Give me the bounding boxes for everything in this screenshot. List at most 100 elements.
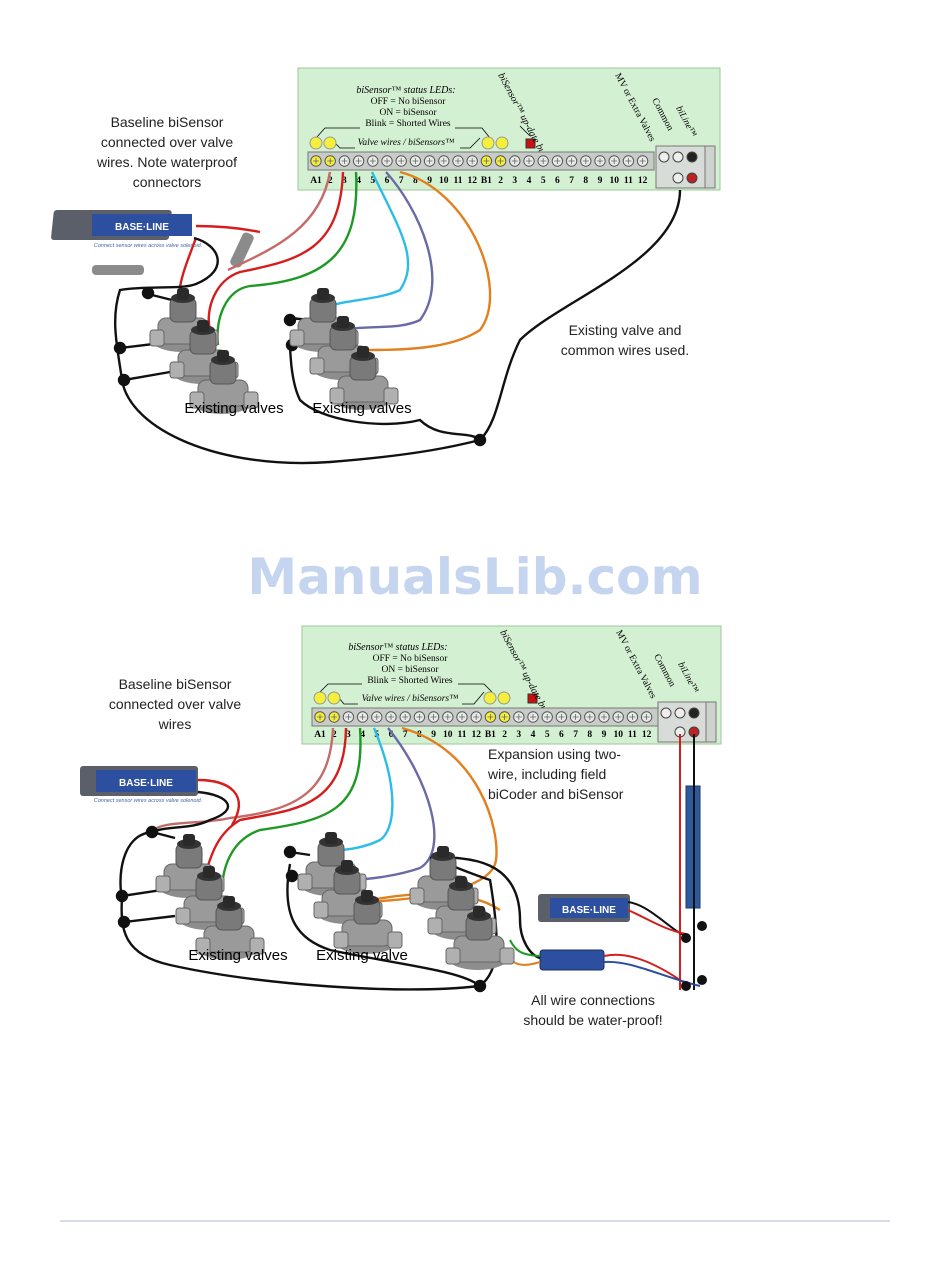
- wire-red: [203, 727, 348, 876]
- wire-nut: [145, 825, 159, 839]
- wire-nut: [681, 933, 691, 943]
- bisensor-device: BASE·LINE Connect sensor wires across va…: [80, 766, 202, 804]
- terminal-screw-slot: [416, 714, 423, 720]
- status-on-text: ON = biSensor: [381, 665, 439, 675]
- status-led-a1: [309, 136, 323, 150]
- status-on-text: ON = biSensor: [379, 108, 437, 118]
- waterproof-note: All wire connections should be water-pro…: [523, 992, 663, 1028]
- wire-nut: [113, 341, 127, 355]
- biline-terminal-black: [686, 151, 698, 163]
- terminal-label: 9: [427, 176, 432, 186]
- diagram-2: biSensor™ status LEDs: OFF = No biSensor…: [80, 625, 722, 1028]
- terminal-screws: [314, 711, 653, 723]
- wire-nut: [141, 286, 155, 300]
- wire-red: [207, 171, 345, 331]
- terminal-screw-slot: [384, 158, 390, 164]
- terminal-screw-slot: [483, 158, 490, 164]
- terminal-label: 6: [385, 176, 390, 186]
- existing-valves-right-label: Existing valves: [312, 400, 411, 417]
- bisensor-caption: Connect sensor wires across valve soleno…: [94, 798, 203, 804]
- terminal-screw-slot: [313, 158, 319, 164]
- diagram-1: biSensor™ status LEDs: OFF = No biSensor…: [51, 67, 721, 465]
- terminal-label: 2: [498, 176, 503, 186]
- terminal-screw-slot: [526, 158, 532, 164]
- terminal-label: 12: [467, 176, 477, 186]
- bisensor-note: Baseline biSensor connected over valve w…: [96, 114, 238, 190]
- status-led-b1: [481, 136, 495, 150]
- bisensor-caption: Connect sensor wires across valve soleno…: [94, 243, 203, 249]
- status-led-b2: [497, 691, 511, 705]
- wire-cyan: [324, 171, 410, 310]
- biline-terminal-black: [688, 707, 700, 719]
- status-led-a2: [327, 691, 341, 705]
- watermark: ManualsLib.com: [247, 548, 703, 606]
- status-led-a1: [313, 691, 327, 705]
- wire-nut: [283, 313, 297, 327]
- terminal-screw-slot: [601, 714, 607, 720]
- bisensor-note: Baseline biSensor connected over valve w…: [108, 676, 242, 732]
- terminal-label: 3: [516, 730, 521, 740]
- existing-valves-left-label: Existing valves: [188, 947, 287, 964]
- terminal-label: 7: [403, 730, 408, 740]
- terminal-screw-slot: [629, 714, 636, 720]
- terminal-label: 8: [583, 176, 588, 186]
- terminal-label: 5: [545, 730, 550, 740]
- terminal-label: 3: [512, 176, 517, 186]
- update-button[interactable]: [525, 138, 536, 149]
- wire-orange: [359, 170, 492, 352]
- terminal-label: 10: [439, 176, 449, 186]
- terminal-screw-slot: [412, 158, 419, 164]
- status-led-b2: [495, 136, 509, 150]
- terminal-label: 5: [541, 176, 546, 186]
- terminal-screw-slot: [615, 714, 622, 720]
- controller-panel: biSensor™ status LEDs: OFF = No biSensor…: [297, 67, 721, 191]
- terminal-screw-slot: [625, 158, 632, 164]
- terminal-screws: [310, 155, 649, 167]
- terminal-screw-slot: [597, 158, 603, 164]
- wire-nut: [681, 981, 691, 991]
- terminal-label: 3: [346, 730, 351, 740]
- update-button[interactable]: [527, 693, 538, 704]
- terminal-screw-slot: [473, 714, 480, 720]
- valve-group-left: [149, 287, 259, 415]
- terminal-label: 8: [413, 176, 418, 186]
- terminal-label: 2: [328, 176, 333, 186]
- status-leds-title: biSensor™ status LEDs:: [348, 642, 447, 653]
- terminal-screw-slot: [426, 158, 433, 164]
- terminal-screw-slot: [487, 714, 494, 720]
- terminal-label: 6: [559, 730, 564, 740]
- mv-terminal: [660, 707, 672, 719]
- controller-panel: biSensor™ status LEDs: OFF = No biSensor…: [301, 625, 722, 745]
- common-terminal: [674, 707, 686, 719]
- wire-nut: [283, 845, 297, 859]
- terminal-label: 4: [356, 176, 361, 186]
- terminal-label: 11: [628, 730, 637, 740]
- terminal-screw-slot: [572, 714, 579, 720]
- wire-pink: [151, 727, 335, 833]
- wire-nut: [473, 979, 487, 993]
- status-leds-title: biSensor™ status LEDs:: [356, 85, 455, 96]
- valve-group-middle: [297, 831, 403, 955]
- terminal-label: 2: [502, 730, 507, 740]
- terminal-screw-slot: [639, 158, 646, 164]
- terminal-screw-slot: [355, 158, 362, 164]
- field-bisensor-device: BASE·LINE: [538, 894, 630, 922]
- waterproof-connector: [92, 265, 144, 275]
- wire-nut: [697, 921, 707, 931]
- terminal-screw-slot: [554, 158, 561, 164]
- status-off-text: OFF = No biSensor: [371, 97, 447, 107]
- two-wire-path: [504, 734, 707, 991]
- terminal-label: 4: [360, 730, 365, 740]
- terminal-label: 12: [642, 730, 652, 740]
- valve-wires-label: Valve wires / biSensors™: [362, 694, 460, 704]
- status-led-b1: [483, 691, 497, 705]
- field-bisensor-brand: BASE·LINE: [562, 905, 616, 916]
- terminal-screw-slot: [611, 158, 618, 164]
- biline-terminal-red: [686, 172, 698, 184]
- terminal-screw-slot: [558, 714, 565, 720]
- terminal-screw-slot: [430, 714, 437, 720]
- terminal-screw-slot: [643, 714, 650, 720]
- wire-nut: [115, 889, 129, 903]
- common-terminal-2: [672, 172, 684, 184]
